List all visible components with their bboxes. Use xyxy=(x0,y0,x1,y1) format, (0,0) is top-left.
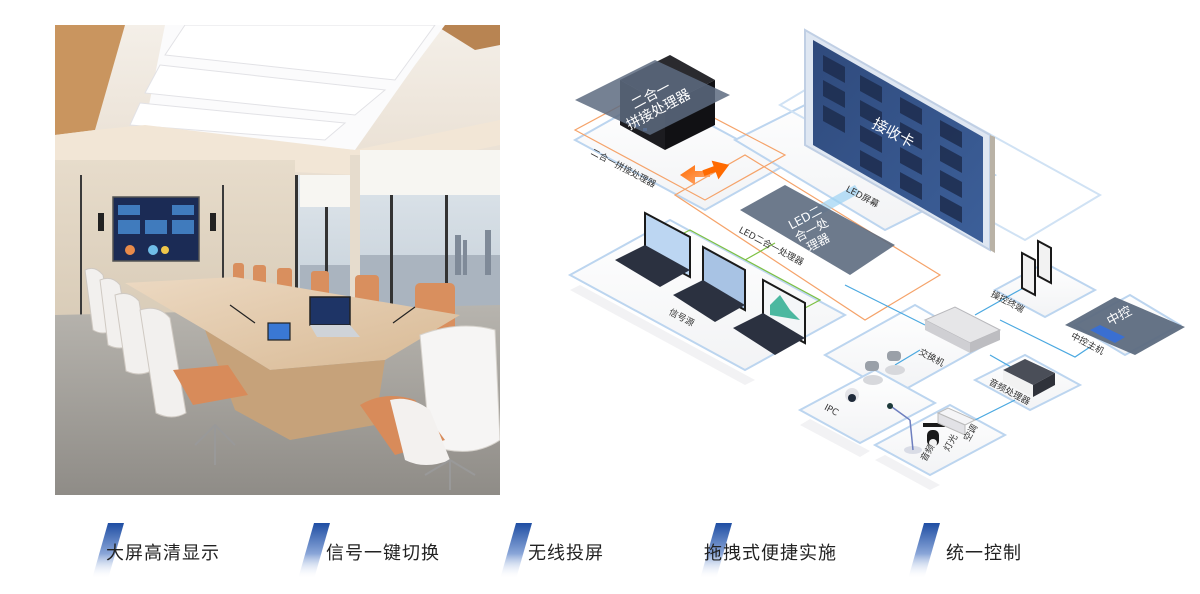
slash-accent-icon xyxy=(700,523,732,579)
feature-label: 大屏高清显示 xyxy=(106,543,220,564)
feature-item: 拖拽式便捷实施 xyxy=(700,520,837,580)
control-tablet xyxy=(267,322,291,341)
swap-arrows-icon xyxy=(680,160,730,185)
table-laptop xyxy=(309,296,351,326)
feature-label: 统一控制 xyxy=(946,543,1022,564)
audio-processor-device xyxy=(1003,359,1055,397)
signal-source-laptops xyxy=(615,211,806,355)
feature-item: 无线投屏 xyxy=(500,520,604,580)
led-wall-device xyxy=(804,28,995,253)
topology-graphics xyxy=(567,28,1185,490)
feature-item: 大屏高清显示 xyxy=(92,520,220,580)
conference-room-photo xyxy=(55,25,500,495)
feature-list: 大屏高清显示 信号一键切换 无线投屏 拖拽式便捷实施 统一控制 xyxy=(0,520,1200,580)
slash-accent-icon xyxy=(298,523,330,579)
feature-label: 无线投屏 xyxy=(528,543,604,564)
led-processor-panel xyxy=(740,185,895,275)
control-terminal-tablets xyxy=(1021,239,1052,297)
network-switch-device xyxy=(923,306,1002,353)
feature-item: 信号一键切换 xyxy=(298,520,440,580)
lighting-device xyxy=(923,423,945,447)
audio-mic-device xyxy=(887,403,922,454)
splicing-processor-device xyxy=(575,55,730,150)
slash-accent-icon xyxy=(908,523,940,579)
slash-accent-icon xyxy=(500,523,532,579)
ipc-cameras xyxy=(845,351,905,402)
air-conditioner-device xyxy=(936,407,977,436)
central-control-device xyxy=(1065,297,1185,355)
feature-label: 拖拽式便捷实施 xyxy=(704,543,837,564)
feature-item: 统一控制 xyxy=(908,520,1022,580)
conference-room-illustration xyxy=(55,25,500,495)
system-topology-diagram: 二合一 拼接处理器 接收卡 LED二 合一处 理器 中控 二合一拼接处理器 LE… xyxy=(555,25,1195,495)
slash-accent-icon xyxy=(92,523,124,579)
feature-label: 信号一键切换 xyxy=(326,543,440,564)
